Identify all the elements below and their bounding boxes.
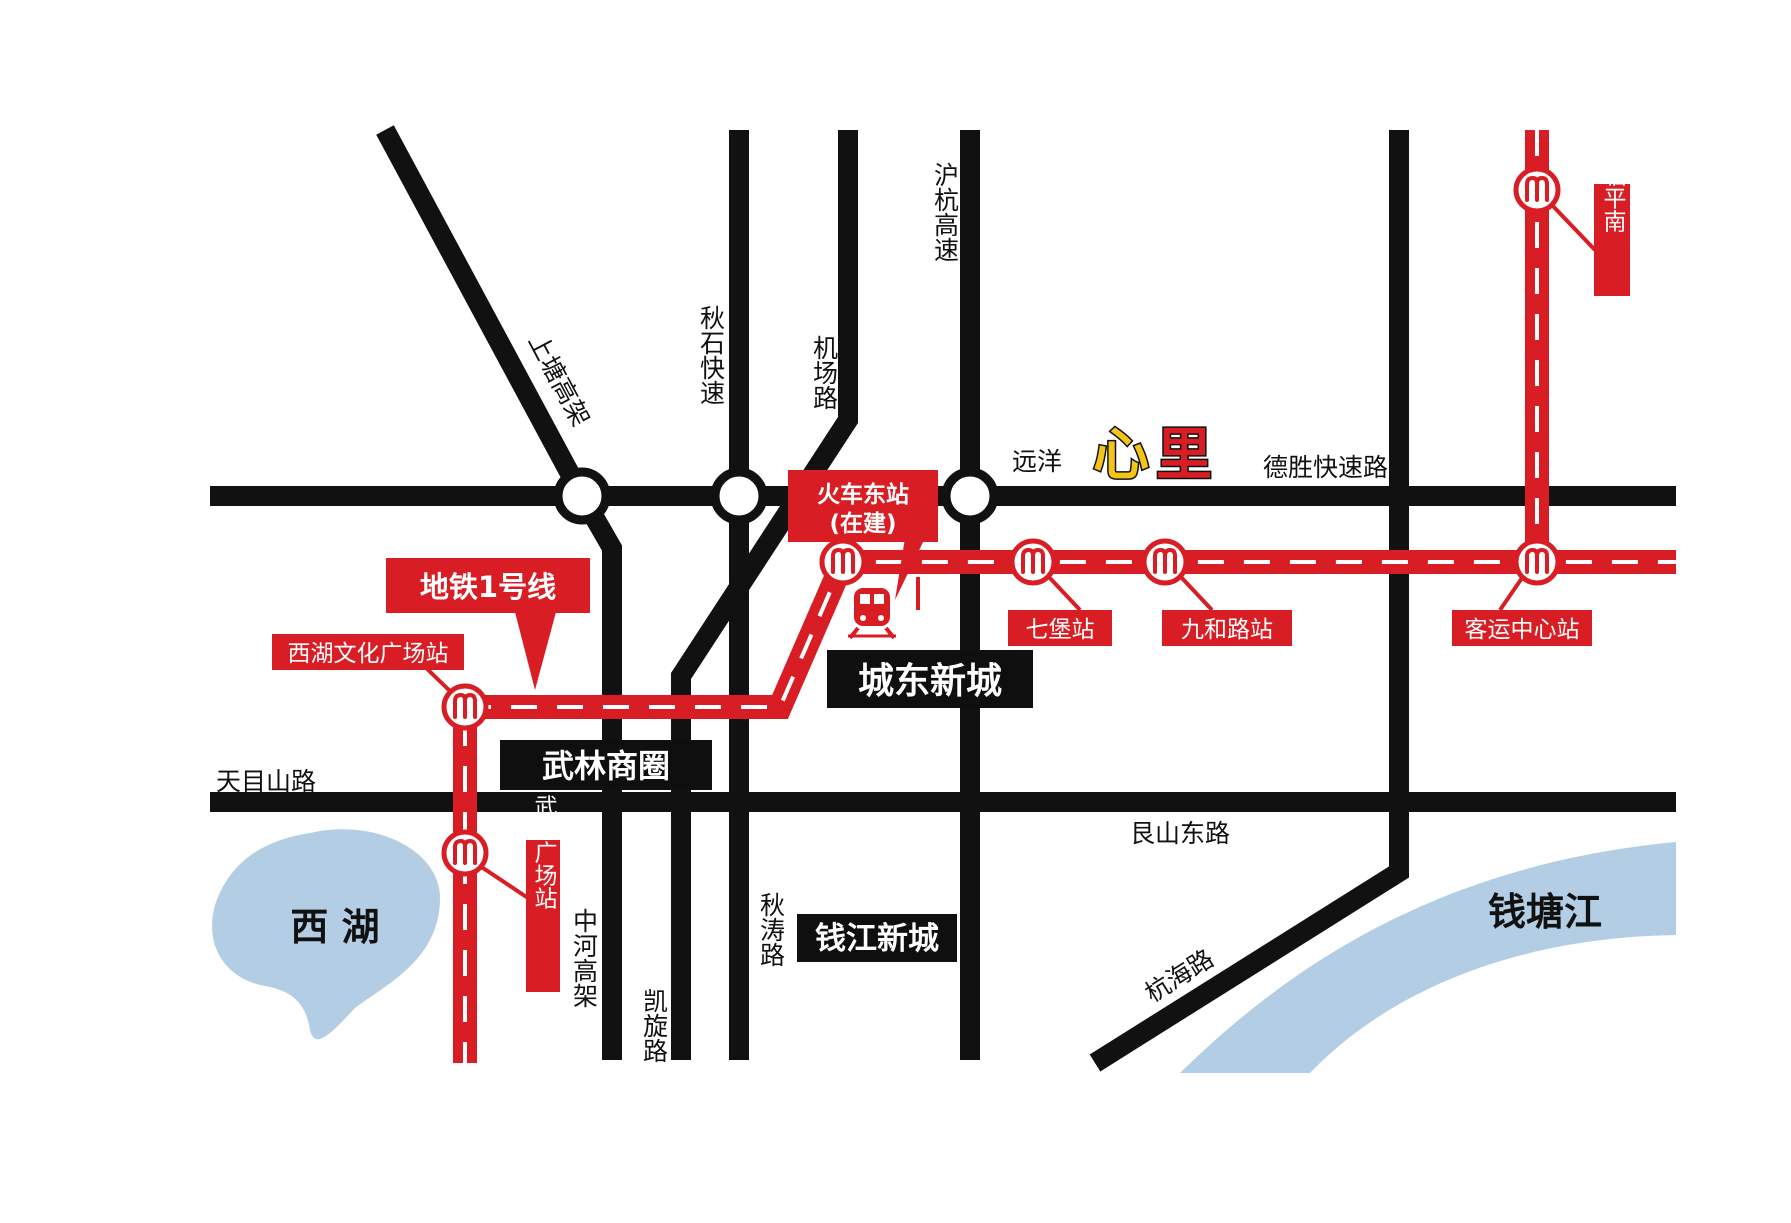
metro-station-icon[interactable]: [441, 829, 489, 877]
project-logo[interactable]: 远洋 心 里: [1012, 422, 1214, 490]
station-label-linping-south[interactable]: 临平南: [1599, 164, 1626, 233]
metro-station-icon[interactable]: [819, 538, 867, 586]
road-label-kaixuan: 凯旋路: [640, 988, 669, 1063]
label-west-lake: 西 湖: [290, 905, 379, 949]
district-chengdong: 城东新城: [858, 661, 1002, 702]
road-label-huhang: 沪杭高速: [931, 162, 960, 262]
district-box: [827, 650, 1033, 708]
project-prefix: 远洋: [1012, 447, 1062, 476]
station-label-keyun[interactable]: 客运中心站: [1465, 617, 1580, 643]
metro-station-icon[interactable]: [1141, 538, 1189, 586]
road-shangtang: [376, 125, 622, 1060]
district-wulin: 武林商圈: [542, 747, 670, 785]
road-hanghai: [1089, 130, 1409, 1072]
road-jichang: [671, 130, 858, 1060]
district-qianjiang: 钱江新城: [815, 921, 939, 957]
east-station-status: (在建): [829, 510, 896, 537]
train-icon: [848, 588, 896, 640]
metro-station-icon[interactable]: [441, 683, 489, 731]
station-label-box: [1594, 184, 1630, 296]
station-label-box: [1162, 610, 1292, 646]
road-label-zhonghe: 中河高架: [570, 908, 599, 1008]
station-label-box: [1452, 610, 1592, 646]
station-label-jiuhe[interactable]: 九和路站: [1181, 617, 1273, 643]
road-label-genshan-east: 艮山东路: [1130, 819, 1230, 848]
east-station-name[interactable]: 火车东站: [817, 481, 909, 508]
metro-station-icon[interactable]: [1513, 538, 1561, 586]
interchange-icon: [710, 467, 768, 525]
qiantang-river: [1180, 842, 1676, 1073]
interchange-icon: [553, 467, 611, 525]
station-label-xihu-culture[interactable]: 西湖文化广场站: [288, 641, 449, 667]
district-box: [500, 740, 712, 790]
station-label-box: [1008, 610, 1112, 646]
metro-station-icon[interactable]: [1009, 538, 1057, 586]
station-label-box: [272, 634, 464, 670]
west-lake: [212, 829, 440, 1040]
station-label-wulin-square[interactable]: 武林广场站: [530, 795, 558, 910]
road-label-qiutao: 秋涛路: [757, 892, 786, 967]
metro-line-label-pointer: [515, 612, 556, 690]
east-station-pointer: [895, 538, 925, 600]
road-label-desheng: 德胜快速路: [1263, 453, 1388, 482]
road-label-jichang: 机场路: [810, 335, 839, 410]
road-label-qiushi: 秋石快速: [697, 305, 726, 405]
station-label-box: [526, 840, 560, 992]
district-box: [797, 914, 957, 962]
label-qiantang: 钱塘江: [1488, 890, 1602, 934]
project-brand-xin: 心: [1093, 423, 1149, 488]
metro-station-icon[interactable]: [1513, 166, 1561, 214]
road-label-tianmushan: 天目山路: [216, 767, 316, 796]
metro-line-label: 地铁1号线: [420, 570, 556, 604]
metro-line-label-box: [386, 558, 590, 613]
project-brand-li: 里: [1156, 423, 1212, 488]
interchange-icon: [941, 467, 999, 525]
east-station-box: [788, 470, 938, 542]
station-label-qibao[interactable]: 七堡站: [1026, 617, 1095, 643]
